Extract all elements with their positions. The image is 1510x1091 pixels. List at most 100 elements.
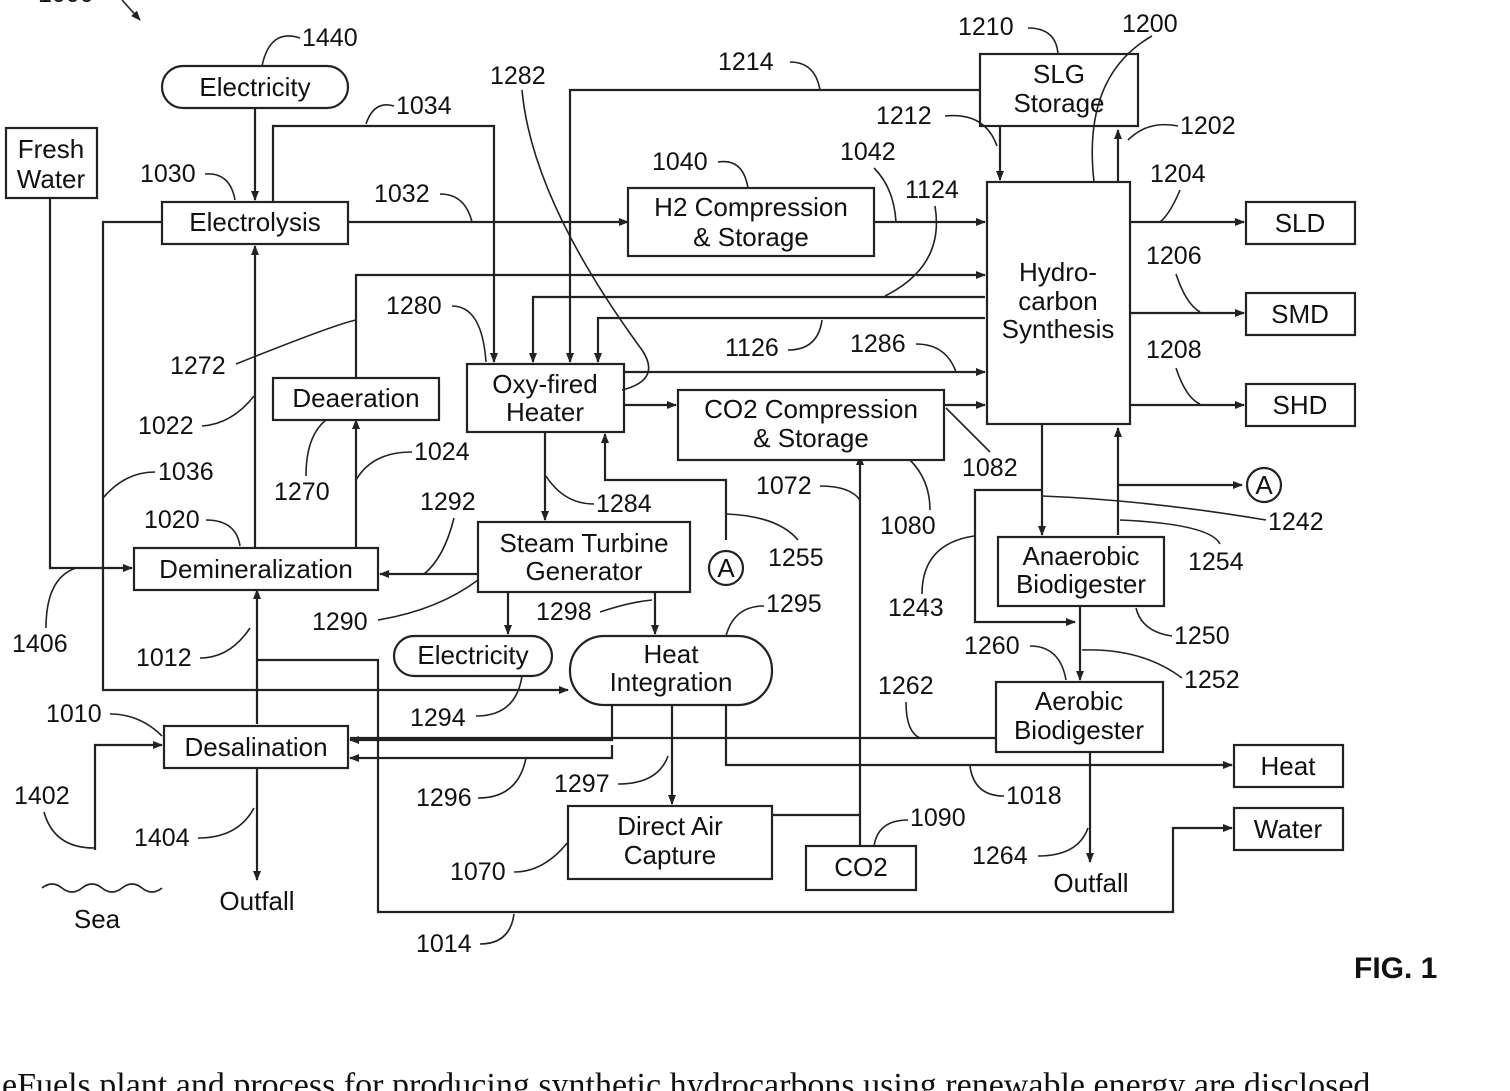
demineralization-box: Demineralization bbox=[134, 548, 378, 590]
svg-text:1264: 1264 bbox=[972, 842, 1028, 870]
svg-text:1012: 1012 bbox=[136, 644, 192, 672]
svg-text:Hydro-: Hydro- bbox=[1019, 257, 1097, 287]
svg-text:Electricity: Electricity bbox=[199, 72, 310, 102]
svg-text:1208: 1208 bbox=[1146, 336, 1202, 364]
svg-text:1020: 1020 bbox=[144, 506, 200, 534]
svg-text:1272: 1272 bbox=[170, 352, 226, 380]
heat-integration-box: Heat Integration bbox=[570, 636, 772, 705]
svg-text:1202: 1202 bbox=[1180, 112, 1236, 140]
svg-text:1440: 1440 bbox=[302, 24, 358, 52]
svg-text:SHD: SHD bbox=[1273, 390, 1328, 420]
svg-text:Deaeration: Deaeration bbox=[292, 383, 419, 413]
anaerobic-biodigester-box: Anaerobic Biodigester bbox=[998, 537, 1164, 606]
svg-text:& Storage: & Storage bbox=[753, 423, 869, 453]
aerobic-biodigester-box: Aerobic Biodigester bbox=[996, 682, 1163, 752]
svg-text:1214: 1214 bbox=[718, 48, 774, 76]
svg-text:Steam Turbine: Steam Turbine bbox=[499, 528, 668, 558]
svg-text:1260: 1260 bbox=[964, 632, 1020, 660]
svg-text:SLG: SLG bbox=[1033, 59, 1085, 89]
svg-text:1200: 1200 bbox=[1122, 10, 1178, 38]
svg-text:Water: Water bbox=[17, 164, 86, 194]
svg-text:1252: 1252 bbox=[1184, 666, 1240, 694]
svg-text:1270: 1270 bbox=[274, 478, 330, 506]
smd-product-box: SMD bbox=[1246, 293, 1355, 335]
svg-text:carbon: carbon bbox=[1018, 286, 1098, 316]
svg-text:1243: 1243 bbox=[888, 594, 944, 622]
svg-text:1294: 1294 bbox=[410, 704, 466, 732]
svg-text:1254: 1254 bbox=[1188, 548, 1244, 576]
svg-text:1290: 1290 bbox=[312, 608, 368, 636]
svg-text:1000: 1000 bbox=[38, 0, 94, 8]
h2-compression-box: H2 Compression & Storage bbox=[628, 188, 874, 256]
svg-text:Anaerobic: Anaerobic bbox=[1022, 541, 1139, 571]
svg-text:1032: 1032 bbox=[374, 180, 430, 208]
connector-a-right: A bbox=[1247, 468, 1281, 502]
electricity-output: Electricity bbox=[394, 636, 552, 676]
svg-text:1250: 1250 bbox=[1174, 622, 1230, 650]
svg-text:1126: 1126 bbox=[725, 334, 779, 362]
svg-text:1282: 1282 bbox=[490, 62, 546, 90]
svg-text:Demineralization: Demineralization bbox=[159, 554, 353, 584]
sea-wave-icon bbox=[42, 884, 162, 892]
svg-text:Direct Air: Direct Air bbox=[617, 811, 723, 841]
svg-text:A: A bbox=[1255, 470, 1273, 500]
svg-text:SLD: SLD bbox=[1275, 208, 1326, 238]
svg-text:CO2: CO2 bbox=[834, 852, 887, 882]
svg-text:1030: 1030 bbox=[140, 160, 196, 188]
svg-text:Oxy-fired: Oxy-fired bbox=[492, 369, 597, 399]
svg-text:Generator: Generator bbox=[525, 556, 642, 586]
svg-text:1298: 1298 bbox=[536, 598, 592, 626]
oxy-fired-heater-box: Oxy-fired Heater bbox=[467, 364, 624, 432]
fresh-water-box: Fresh Water bbox=[6, 128, 97, 198]
svg-text:Capture: Capture bbox=[624, 840, 717, 870]
svg-text:Heat: Heat bbox=[644, 639, 700, 669]
svg-text:1210: 1210 bbox=[958, 13, 1014, 41]
svg-text:1072: 1072 bbox=[756, 472, 812, 500]
electricity-source-top: Electricity bbox=[162, 66, 348, 108]
svg-text:Electricity: Electricity bbox=[417, 640, 528, 670]
svg-text:Water: Water bbox=[1254, 814, 1323, 844]
svg-text:1280: 1280 bbox=[386, 292, 442, 320]
svg-text:1292: 1292 bbox=[420, 488, 476, 516]
svg-text:Aerobic: Aerobic bbox=[1035, 686, 1123, 716]
svg-text:1297: 1297 bbox=[554, 770, 610, 798]
outfall-right-label: Outfall bbox=[1053, 868, 1128, 898]
svg-text:1206: 1206 bbox=[1146, 242, 1202, 270]
svg-text:1024: 1024 bbox=[414, 438, 470, 466]
svg-text:Heater: Heater bbox=[506, 397, 584, 427]
svg-text:1204: 1204 bbox=[1150, 160, 1206, 188]
water-output-box: Water bbox=[1234, 808, 1343, 850]
connector-a-left: A bbox=[709, 551, 743, 585]
svg-text:SMD: SMD bbox=[1271, 299, 1329, 329]
svg-text:Storage: Storage bbox=[1013, 88, 1104, 118]
svg-text:Biodigester: Biodigester bbox=[1016, 569, 1146, 599]
svg-text:1042: 1042 bbox=[840, 138, 896, 166]
svg-text:1262: 1262 bbox=[878, 672, 934, 700]
svg-text:1404: 1404 bbox=[134, 824, 190, 852]
svg-text:Synthesis: Synthesis bbox=[1002, 314, 1115, 344]
svg-text:1255: 1255 bbox=[768, 544, 824, 572]
svg-text:1406: 1406 bbox=[12, 630, 68, 658]
figure-label: FIG. 1 bbox=[1354, 952, 1437, 985]
svg-text:& Storage: & Storage bbox=[693, 222, 809, 252]
svg-text:Integration: Integration bbox=[610, 667, 733, 697]
svg-text:1040: 1040 bbox=[652, 148, 708, 176]
svg-text:1286: 1286 bbox=[850, 330, 906, 358]
svg-text:1284: 1284 bbox=[596, 490, 652, 518]
svg-text:Heat: Heat bbox=[1261, 751, 1317, 781]
svg-text:Desalination: Desalination bbox=[184, 732, 327, 762]
outfall-left-label: Outfall bbox=[219, 886, 294, 916]
svg-text:1295: 1295 bbox=[766, 590, 822, 618]
sld-product-box: SLD bbox=[1246, 202, 1355, 244]
shd-product-box: SHD bbox=[1246, 384, 1355, 426]
co2-compression-box: CO2 Compression & Storage bbox=[678, 390, 944, 460]
slg-storage-box: SLG Storage bbox=[980, 54, 1138, 126]
svg-text:1090: 1090 bbox=[910, 804, 966, 832]
desalination-box: Desalination bbox=[164, 726, 348, 768]
svg-text:1402: 1402 bbox=[14, 782, 70, 810]
svg-text:1296: 1296 bbox=[416, 784, 472, 812]
electrolysis-box: Electrolysis bbox=[162, 202, 348, 244]
svg-text:H2 Compression: H2 Compression bbox=[654, 192, 848, 222]
svg-text:1082: 1082 bbox=[962, 454, 1018, 482]
